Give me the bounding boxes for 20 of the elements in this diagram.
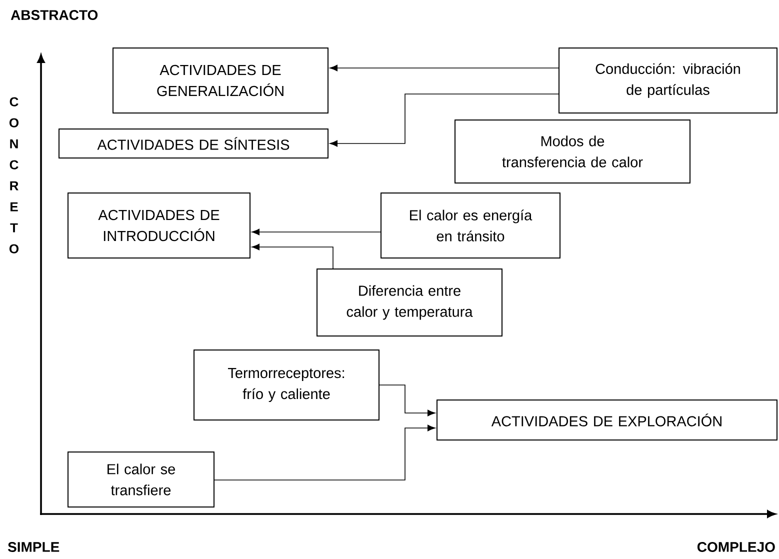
arrow (252, 228, 381, 236)
concept-box: ACTIVIDADES DE SÍNTESIS (58, 128, 328, 158)
concept-box: ACTIVIDADES DE GENERALIZACIÓN (112, 48, 328, 114)
arrow (330, 64, 559, 72)
arrow (330, 94, 559, 147)
axis-label: ABSTRACTO (10, 10, 98, 20)
concept-box: Termorreceptores: frío y caliente (194, 350, 380, 420)
axis-label: SIMPLE (8, 542, 60, 552)
concept-box: ACTIVIDADES DE INTRODUCCIÓN (68, 192, 250, 258)
concept-box: El calor es energía en tránsito (380, 192, 560, 258)
concept-box: ACTIVIDADES DE EXPLORACIÓN (436, 400, 778, 440)
arrow (214, 424, 436, 480)
axis-label: COMPLEJO (697, 542, 775, 552)
arrow (252, 244, 334, 269)
arrow (379, 384, 436, 416)
concept-box: Modos de transferencia de calor (454, 120, 690, 184)
concept-box: Diferencia entre calor y temperatura (316, 268, 502, 336)
concept-box: Conducción: vibración de partículas (558, 48, 778, 114)
concept-box: El calor se transfiere (68, 452, 214, 508)
axis-label: CONCRETO (9, 97, 19, 254)
